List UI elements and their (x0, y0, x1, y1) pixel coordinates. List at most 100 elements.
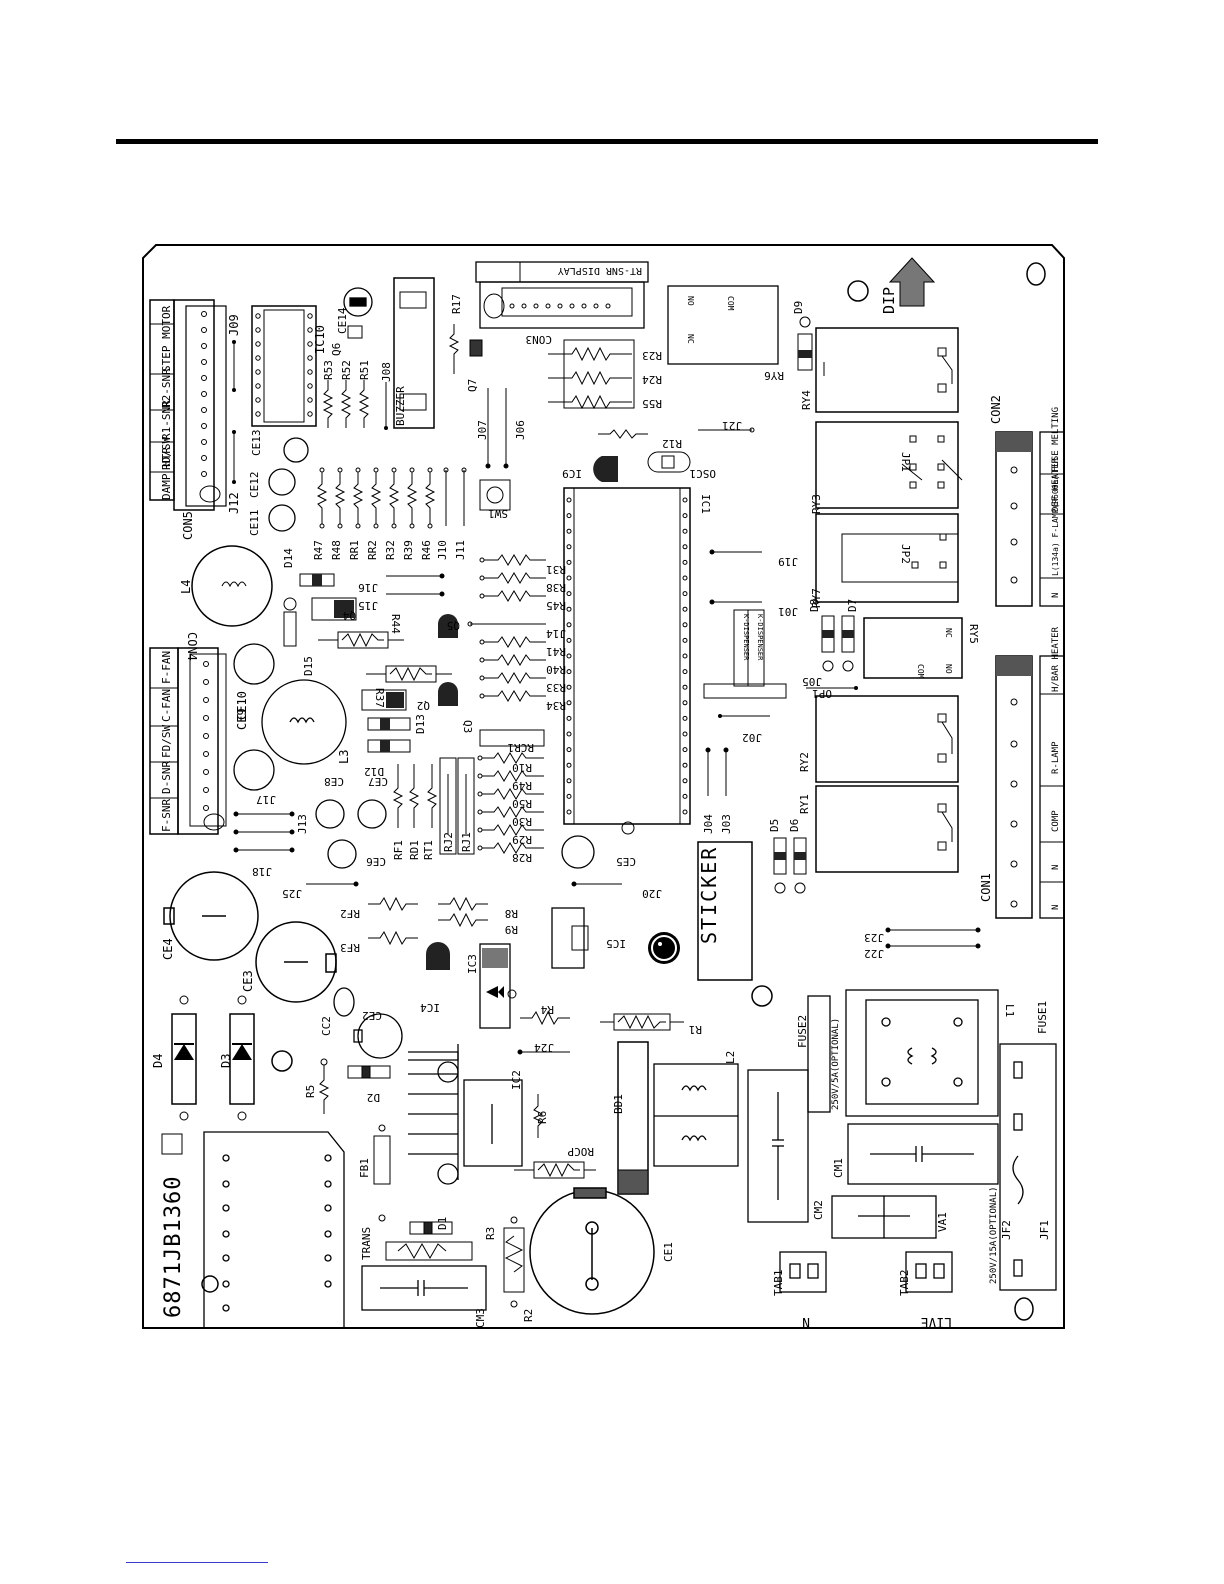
ry6-no-label: NO (686, 296, 695, 306)
con1-pin-label: R-LAMP (1051, 741, 1061, 774)
sticker-area: STICKER (697, 841, 753, 981)
ry2-label: RY2 (798, 752, 811, 772)
op1-dispenser-connector: K-DISPENSER K-DISPENSER OP1 J05 J02 (703, 609, 858, 744)
l3-label: L3 (337, 750, 351, 764)
l4-label: L4 (179, 580, 193, 594)
ic5-label: IC5 (606, 937, 626, 950)
ry6-com-label: COM (726, 296, 735, 311)
d4-d3-diodes: D4 D3 (151, 995, 255, 1121)
ic1-pin (566, 528, 572, 534)
ic1-pin (682, 606, 688, 612)
con5-pin-label: DAMP HTR (160, 447, 173, 500)
q4-label: Q4 (342, 609, 356, 622)
dip-arrow-icon: DIP (880, 257, 936, 314)
ic1-pin (566, 513, 572, 519)
ic1-pin (682, 669, 688, 675)
ic1-pin (682, 731, 688, 737)
jumpers-j17-j13-j18: J17 J13 J18 (233, 793, 309, 878)
ic1-pin (682, 575, 688, 581)
ic1-pin (566, 778, 572, 784)
j01-label: J01 (778, 605, 798, 618)
r33-label: R33 (546, 681, 566, 694)
d8-label: D8 (808, 599, 821, 612)
buzzer-label: BUZZER (394, 386, 407, 426)
ry3-relay: RY3 JP1 (810, 421, 963, 514)
resistor-pad (391, 467, 397, 473)
d5-label: D5 (768, 819, 781, 832)
jumpers-j23-j22: J23 J22 (864, 927, 981, 960)
ic1-pin (682, 513, 688, 519)
j04-label: J04 (702, 814, 715, 834)
con4-pin-label: F-FAN (160, 651, 173, 684)
ic1-pin (682, 793, 688, 799)
jumper-pad (467, 621, 473, 627)
resistor-pad (479, 693, 485, 699)
jumpers-j16-j15: J16 J15 (358, 573, 445, 612)
con1-label: CON1 (979, 873, 993, 902)
resistor-pad (373, 523, 379, 529)
resistor-pad (355, 523, 361, 529)
neutral-label: N (802, 1314, 810, 1329)
rf3-label: RF3 (340, 941, 360, 954)
mounting-holes (201, 262, 1046, 1321)
resistor (334, 472, 346, 524)
con5-label: CON5 (181, 511, 195, 540)
cm1-label: CM1 (832, 1158, 845, 1178)
con4-pin-label: C-FAN (160, 689, 173, 722)
tab2-label: TAB2 (898, 1270, 911, 1297)
d2-label: D2 (367, 1091, 380, 1104)
d6-label: D6 (788, 819, 801, 832)
small-capacitors-middle: CE8 CE7 CE6 CE5 (315, 775, 636, 869)
j02-label: J02 (742, 731, 762, 744)
r5-label: R5 (304, 1085, 317, 1098)
con2-label: CON2 (989, 395, 1003, 424)
resistor-column-labels: R31 R38 R45 J14 R41 R40 R33 R34 (546, 563, 566, 712)
q3-label: Q3 (461, 720, 474, 733)
jf2-label: JF2 (1000, 1220, 1013, 1240)
rj1-label: RJ1 (460, 832, 473, 852)
resistor (482, 806, 544, 818)
con1-connector: H/BAR HEATER R-LAMP COMP N N CON1 (979, 626, 1065, 919)
sw1-switch: SW1 (479, 479, 511, 520)
cc2-label: CC2 (320, 1016, 333, 1036)
resistor (352, 472, 364, 524)
r38-label: R38 (546, 581, 566, 594)
ic1-pin (682, 653, 688, 659)
rcr1-label: RCR1 (508, 741, 535, 754)
j23-label: J23 (864, 931, 884, 944)
ce9-label: CE9 (235, 708, 249, 730)
resistor (482, 770, 544, 782)
r3-label: R3 (484, 1227, 497, 1240)
ce10-label: CE10 (235, 691, 249, 720)
con2-pin-label: L(134a) F-LAMP(R600a) (1051, 475, 1060, 576)
j16-label: J16 (358, 581, 378, 594)
dip-label: DIP (880, 287, 898, 314)
ce6-label: CE6 (366, 855, 386, 868)
rj-rf-rd-rt-resistors: RJ2 RJ1 RF1 RD1 RT1 (392, 757, 475, 860)
j12-label: J12 (227, 492, 241, 514)
jumpers-j19-j01: J19 J01 (709, 549, 798, 618)
tab2-live-terminal: TAB2 LIVE (898, 1251, 953, 1329)
con1-pin-label: N (1051, 905, 1061, 910)
ic1-pin (682, 591, 688, 597)
rt1-label: RT1 (422, 840, 435, 860)
j24-label: J24 (534, 1041, 554, 1054)
fb1-label: FB1 (358, 1158, 371, 1178)
j07-label: J07 (476, 420, 489, 440)
j19-label: J19 (778, 555, 798, 568)
dispenser-label: K-DISPENSER (742, 614, 750, 661)
ce2-label: CE2 (362, 1009, 382, 1022)
ce3-label: CE3 (241, 970, 255, 992)
ic1-pin (566, 497, 572, 503)
jf1-label: JF1 (1038, 1220, 1051, 1240)
r50-label: R50 (512, 797, 532, 810)
j20-label: J20 (642, 887, 662, 900)
q2-d13-d12: Q2 D13 D12 (361, 689, 430, 778)
q2-label: Q2 (417, 699, 430, 712)
r6-label: R6 (536, 1111, 549, 1124)
rr1-label: RR1 (348, 540, 361, 560)
ce14-label: CE14 (336, 307, 349, 334)
l4-inductor: L4 (179, 545, 273, 627)
con1-pin-label: H/BAR HEATER (1051, 626, 1061, 692)
ic1-pin (566, 559, 572, 565)
